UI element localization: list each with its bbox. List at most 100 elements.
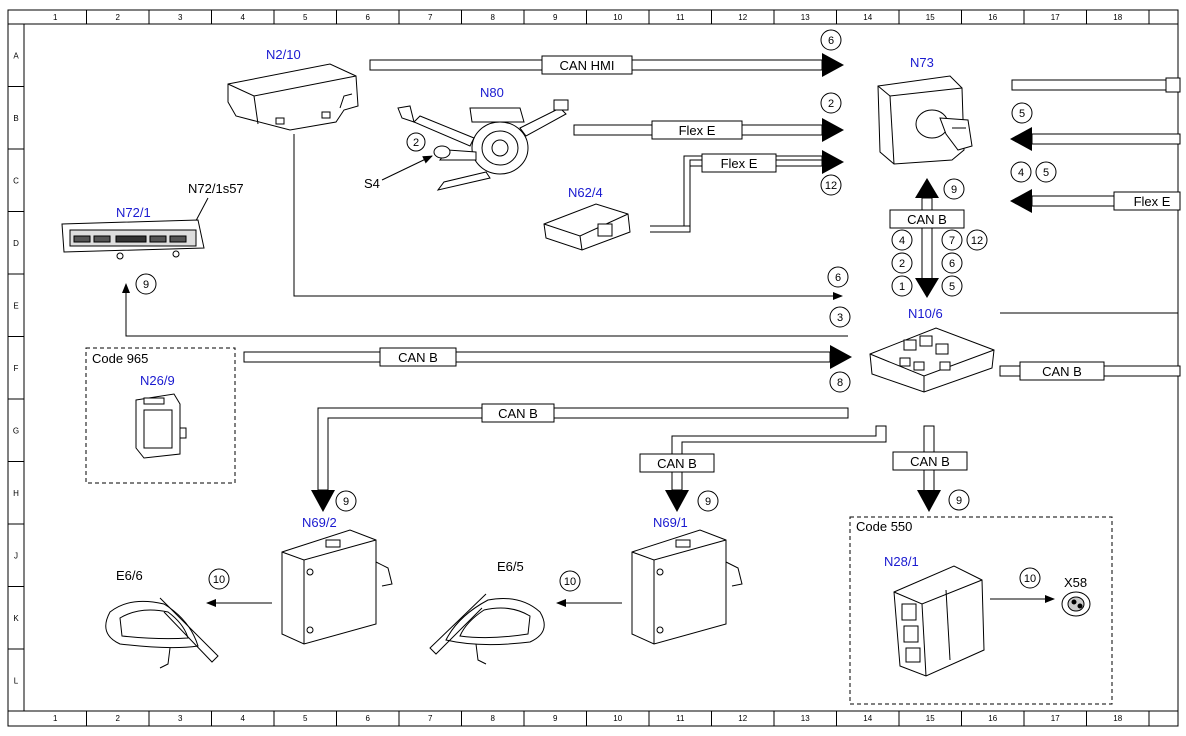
row-label: D — [13, 239, 19, 248]
column-label-bottom: 3 — [178, 714, 183, 723]
column-label-bottom: 14 — [863, 714, 872, 723]
n80-label: N80 — [480, 85, 504, 100]
signal-7-right: 7 — [949, 235, 955, 247]
column-label-bottom: 6 — [366, 714, 371, 723]
column-label-top: 18 — [1113, 13, 1122, 22]
column-label-bottom: 13 — [801, 714, 810, 723]
n2-10-module — [227, 63, 359, 131]
flex-e-arrowhead-3 — [1010, 189, 1032, 213]
e6-6-mirror — [105, 597, 219, 669]
n2-10-label: N2/10 — [266, 47, 301, 62]
column-label-top: 17 — [1051, 13, 1060, 22]
flex-e-arrowhead-2 — [822, 150, 844, 174]
column-label-top: 2 — [116, 13, 121, 22]
column-label-bottom: 16 — [988, 714, 997, 723]
signal-6-right: 6 — [949, 258, 955, 270]
e6-6-signal-10: 10 — [213, 574, 225, 586]
column-label-top: 15 — [926, 13, 935, 22]
row-label: A — [13, 51, 19, 60]
x58-label: X58 — [1064, 575, 1087, 590]
column-label-bottom: 10 — [613, 714, 622, 723]
n72-1-label: N72/1 — [116, 205, 151, 220]
flex-e-label-1: Flex E — [679, 123, 716, 138]
can-b-n69-2-bus — [317, 407, 849, 491]
column-label-bottom: 9 — [553, 714, 558, 723]
flex-e-label-3: Flex E — [1134, 194, 1171, 209]
n73-up-arrowhead — [915, 178, 939, 198]
signal-9-n73: 9 — [951, 184, 957, 196]
flex-e-arrowhead-1 — [822, 118, 844, 142]
n69-2-signal-9: 9 — [343, 496, 349, 508]
n26-9-module — [135, 393, 187, 459]
column-label-top: 16 — [988, 13, 997, 22]
signal-5-right: 5 — [1019, 108, 1025, 120]
n69-1-signal-9: 9 — [705, 496, 711, 508]
n26-9-label: N26/9 — [140, 373, 175, 388]
column-label-bottom: 12 — [738, 714, 747, 723]
signal-4-left: 4 — [899, 235, 905, 247]
s4-label: S4 — [364, 176, 380, 191]
signal-5-right2: 5 — [1043, 167, 1049, 179]
n10-6-down-arrowhead — [915, 278, 939, 298]
code-550-label: Code 550 — [856, 519, 912, 534]
can-b-f-arrowhead — [830, 345, 852, 369]
row-label: B — [13, 114, 18, 123]
n80-switch — [397, 99, 569, 191]
row-label: L — [14, 676, 19, 685]
signal-3-e: 3 — [837, 312, 843, 324]
signal-6-top: 6 — [828, 35, 834, 47]
signal-8-f: 8 — [837, 377, 843, 389]
n73-ignition-switch — [877, 75, 973, 165]
e6-5-mirror — [429, 593, 545, 665]
right-bus-top — [1011, 79, 1181, 91]
row-label: K — [13, 614, 19, 623]
n10-6-label: N10/6 — [908, 306, 943, 321]
row-label: E — [13, 301, 18, 310]
n62-4-label: N62/4 — [568, 185, 603, 200]
can-b-n28-label: CAN B — [910, 454, 950, 469]
n69-2-label: N69/2 — [302, 515, 337, 530]
column-label-top: 7 — [428, 13, 433, 22]
signal-5-right-lower: 5 — [949, 281, 955, 293]
row-label: J — [14, 551, 18, 560]
column-label-top: 6 — [366, 13, 371, 22]
n72-1-panel — [61, 219, 205, 260]
signal-2-flex: 2 — [828, 98, 834, 110]
column-label-bottom: 2 — [116, 714, 121, 723]
column-label-top: 14 — [863, 13, 872, 22]
column-label-top: 10 — [613, 13, 622, 22]
column-label-bottom: 18 — [1113, 714, 1122, 723]
x58-socket — [1061, 591, 1091, 617]
can-hmi-label: CAN HMI — [560, 58, 615, 73]
e6-6-label: E6/6 — [116, 568, 143, 583]
n10-6-to-n72-1-line — [122, 283, 848, 337]
column-label-bottom: 7 — [428, 714, 433, 723]
column-label-top: 1 — [53, 13, 58, 22]
n28-1-label: N28/1 — [884, 554, 919, 569]
signal-2-left: 2 — [899, 258, 905, 270]
s4-pointer-arrow — [381, 155, 433, 181]
can-b-f-bus — [243, 351, 831, 363]
signal-4-right: 4 — [1018, 167, 1024, 179]
n69-2-arrowhead — [311, 490, 335, 512]
signal-12-flex: 12 — [825, 180, 837, 192]
n72-1s57-label: N72/1s57 — [188, 181, 244, 196]
n80-signal-2: 2 — [413, 137, 419, 149]
column-label-bottom: 4 — [241, 714, 246, 723]
row-label: H — [13, 489, 19, 498]
column-label-bottom: 8 — [491, 714, 496, 723]
code-965-label: Code 965 — [92, 351, 148, 366]
signal-6-e: 6 — [835, 272, 841, 284]
n28-1-module — [893, 565, 985, 677]
n73-label: N73 — [910, 55, 934, 70]
row-label: F — [14, 364, 19, 373]
column-label-bottom: 5 — [303, 714, 308, 723]
row-label: G — [13, 426, 19, 435]
can-b-right-label: CAN B — [1042, 364, 1082, 379]
x58-signal-10: 10 — [1024, 573, 1036, 585]
n69-1-arrowhead — [665, 490, 689, 512]
code-965-box — [85, 347, 236, 484]
n28-arrowhead — [917, 490, 941, 512]
n69-1-label: N69/1 — [653, 515, 688, 530]
